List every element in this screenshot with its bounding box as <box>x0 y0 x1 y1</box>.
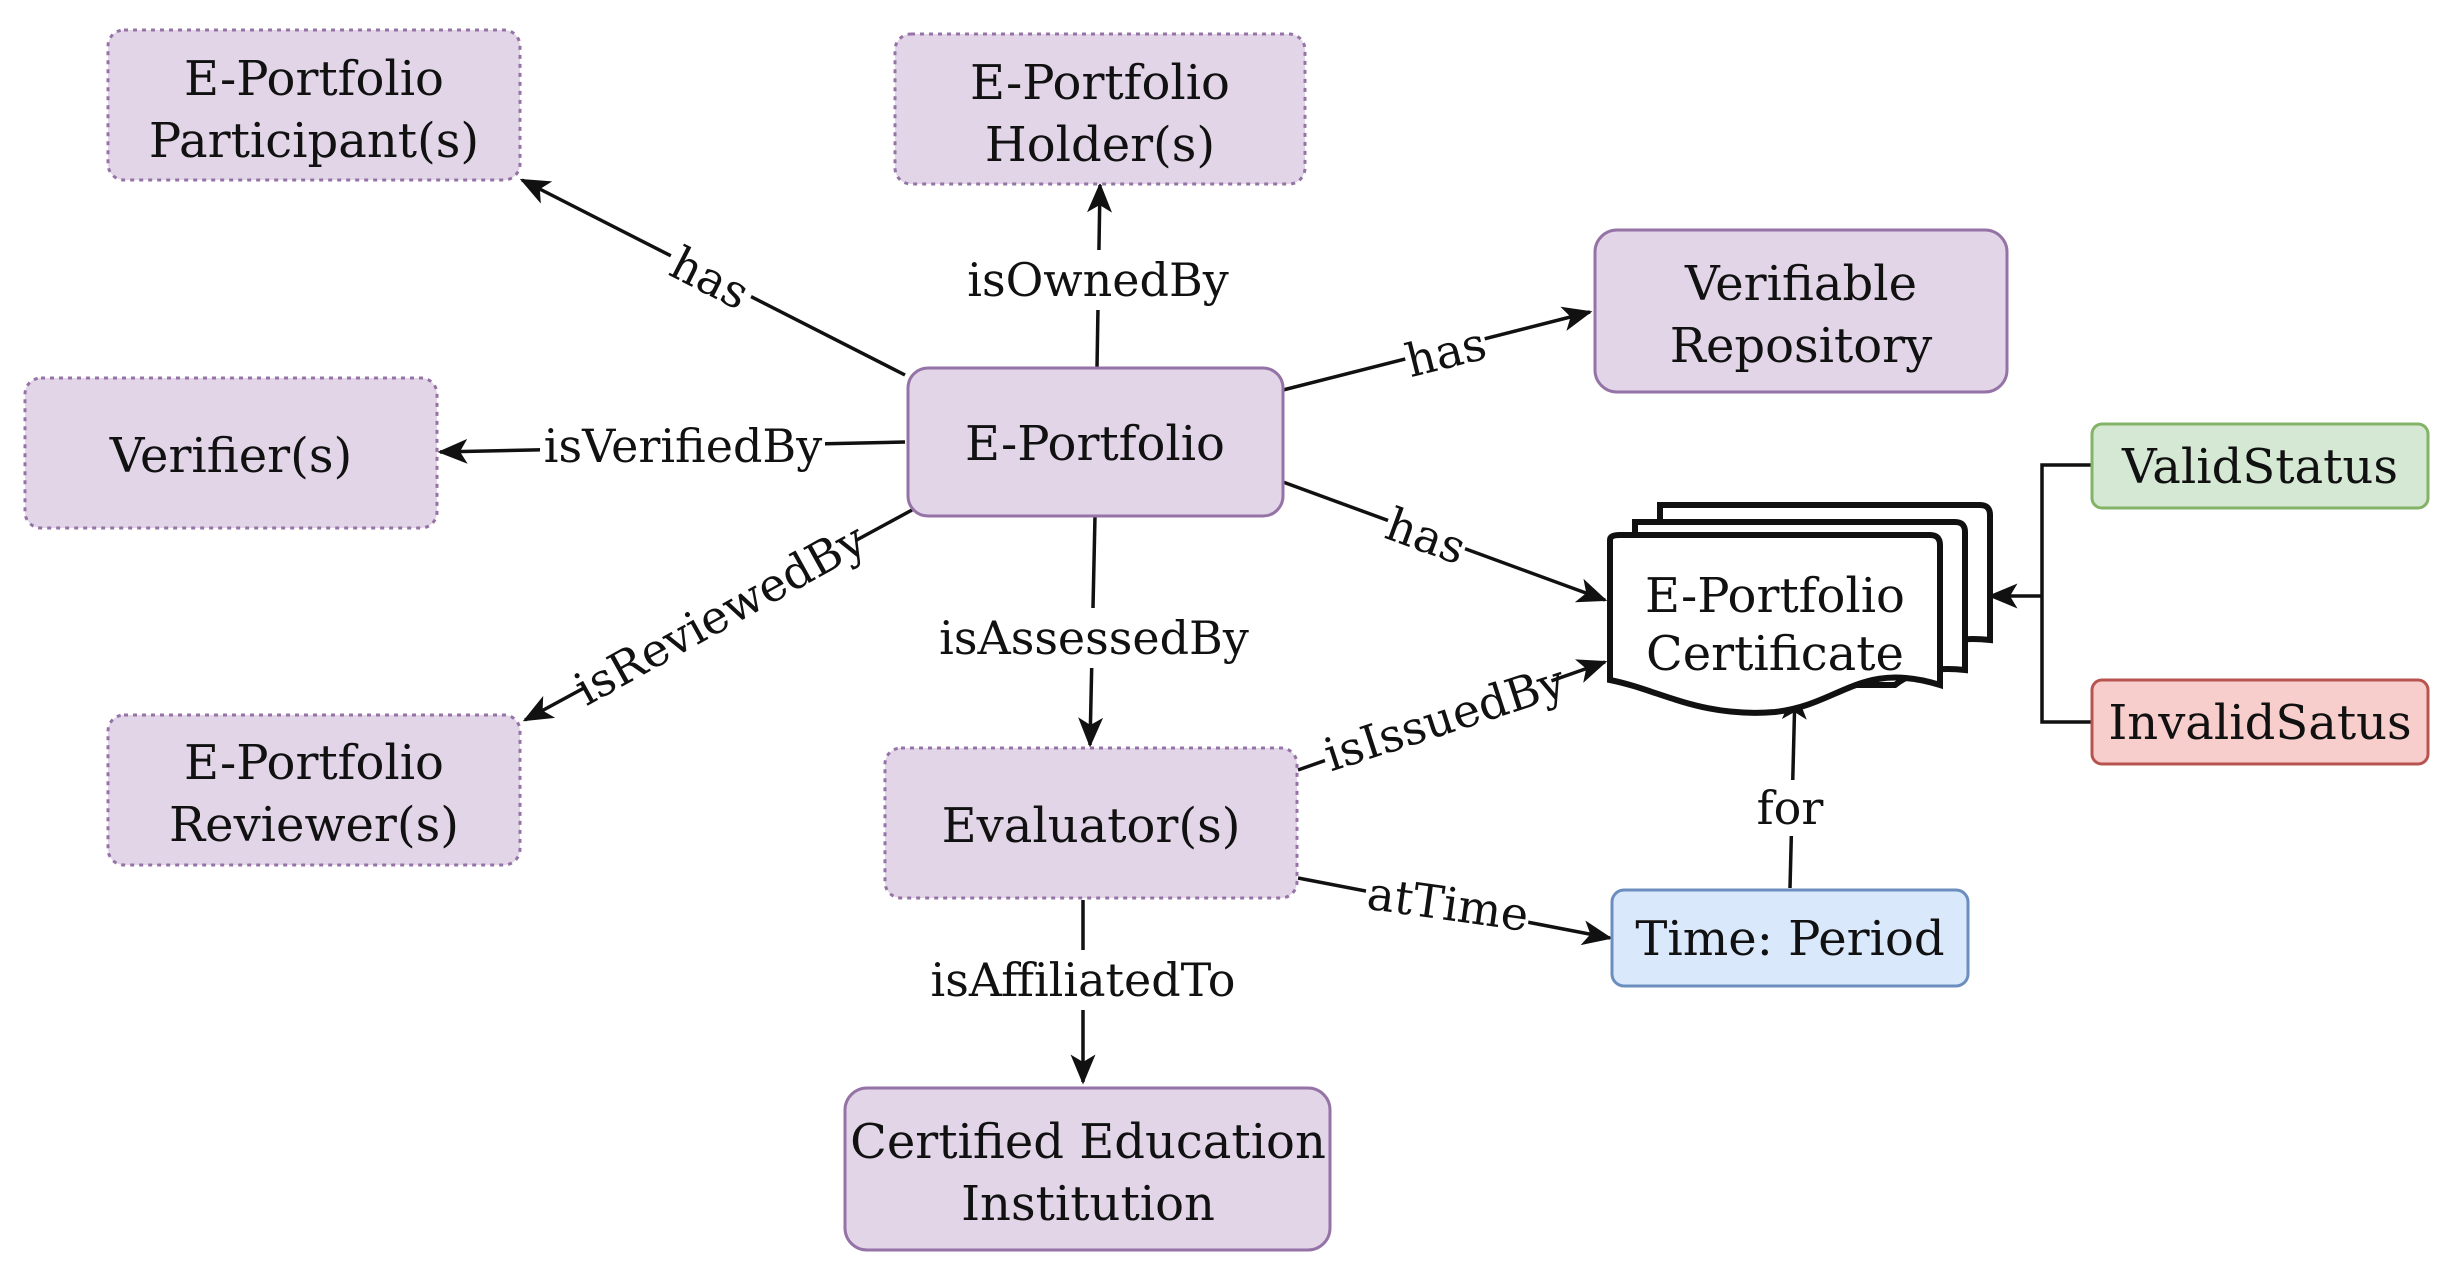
node-invalid-status-line1: InvalidSatus <box>2108 695 2411 751</box>
node-participant-line2: Participant(s) <box>149 113 479 169</box>
nodes: E-Portfolio Participant(s) E-Portfolio H… <box>23 28 2430 1252</box>
node-holder[interactable]: E-Portfolio Holder(s) <box>893 32 1307 186</box>
edge-at-time: atTime <box>1297 864 1613 946</box>
edge-label-is-affiliated-to: isAffiliatedTo <box>931 953 1236 1007</box>
node-eportfolio[interactable]: E-Portfolio <box>906 366 1285 518</box>
node-time-period-line1: Time: Period <box>1635 911 1944 967</box>
node-verifier[interactable]: Verifier(s) <box>23 376 439 530</box>
edge-status-bracket <box>1987 463 2092 724</box>
edge-is-assessed-by: isAssessedBy <box>935 515 1255 748</box>
edge-label-is-owned-by: isOwnedBy <box>967 253 1229 307</box>
node-participant[interactable]: E-Portfolio Participant(s) <box>106 28 522 182</box>
node-certificate[interactable]: E-Portfolio Certificate <box>1607 502 1993 716</box>
node-institution-line1: Certified Education <box>850 1114 1326 1170</box>
node-holder-line2: Holder(s) <box>985 117 1215 173</box>
edge-has-certificate: has <box>1282 480 1608 603</box>
node-evaluator-line1: Evaluator(s) <box>942 798 1241 854</box>
node-repository-line1: Verifiable <box>1684 256 1917 312</box>
node-repository[interactable]: Verifiable Repository <box>1593 228 2009 394</box>
node-valid-status[interactable]: ValidStatus <box>2090 422 2430 510</box>
edge-label-is-assessed-by: isAssessedBy <box>939 611 1249 665</box>
edge-is-owned-by: isOwnedBy <box>955 182 1235 369</box>
edge-for: for <box>1745 689 1835 889</box>
node-certificate-line2: Certificate <box>1646 626 1904 682</box>
node-valid-status-line1: ValidStatus <box>2121 439 2398 495</box>
node-time-period[interactable]: Time: Period <box>1610 888 1970 988</box>
edge-has-repository: has <box>1282 306 1593 392</box>
node-reviewer-line2: Reviewer(s) <box>169 797 459 853</box>
node-reviewer[interactable]: E-Portfolio Reviewer(s) <box>106 713 522 867</box>
edge-has-participant: has <box>519 178 906 377</box>
edge-label-for: for <box>1757 781 1824 835</box>
edge-label-is-verified-by: isVerifiedBy <box>544 419 822 473</box>
edge-label-has-repository: has <box>1400 316 1491 388</box>
edge-is-reviewed-by: isReviewedBy <box>522 508 913 722</box>
node-repository-line2: Repository <box>1670 318 1932 374</box>
edge-is-issued-by: isIssuedBy <box>1297 654 1608 784</box>
node-evaluator[interactable]: Evaluator(s) <box>883 746 1299 900</box>
edge-label-at-time: atTime <box>1364 866 1532 942</box>
edges: has isOwnedBy has isVerifiedBy has <box>437 178 2092 1085</box>
node-reviewer-line1: E-Portfolio <box>184 735 444 791</box>
node-certificate-line1: E-Portfolio <box>1645 568 1905 624</box>
node-verifier-line1: Verifier(s) <box>109 428 352 484</box>
node-institution[interactable]: Certified Education Institution <box>843 1086 1332 1252</box>
edge-label-is-reviewed-by: isReviewedBy <box>565 512 875 716</box>
node-holder-line1: E-Portfolio <box>970 55 1230 111</box>
node-eportfolio-line1: E-Portfolio <box>965 416 1225 472</box>
node-participant-line1: E-Portfolio <box>184 51 444 107</box>
node-institution-line2: Institution <box>961 1176 1215 1232</box>
node-invalid-status[interactable]: InvalidSatus <box>2090 678 2430 766</box>
edge-is-verified-by: isVerifiedBy <box>437 418 906 474</box>
edge-is-affiliated-to: isAffiliatedTo <box>915 900 1245 1085</box>
